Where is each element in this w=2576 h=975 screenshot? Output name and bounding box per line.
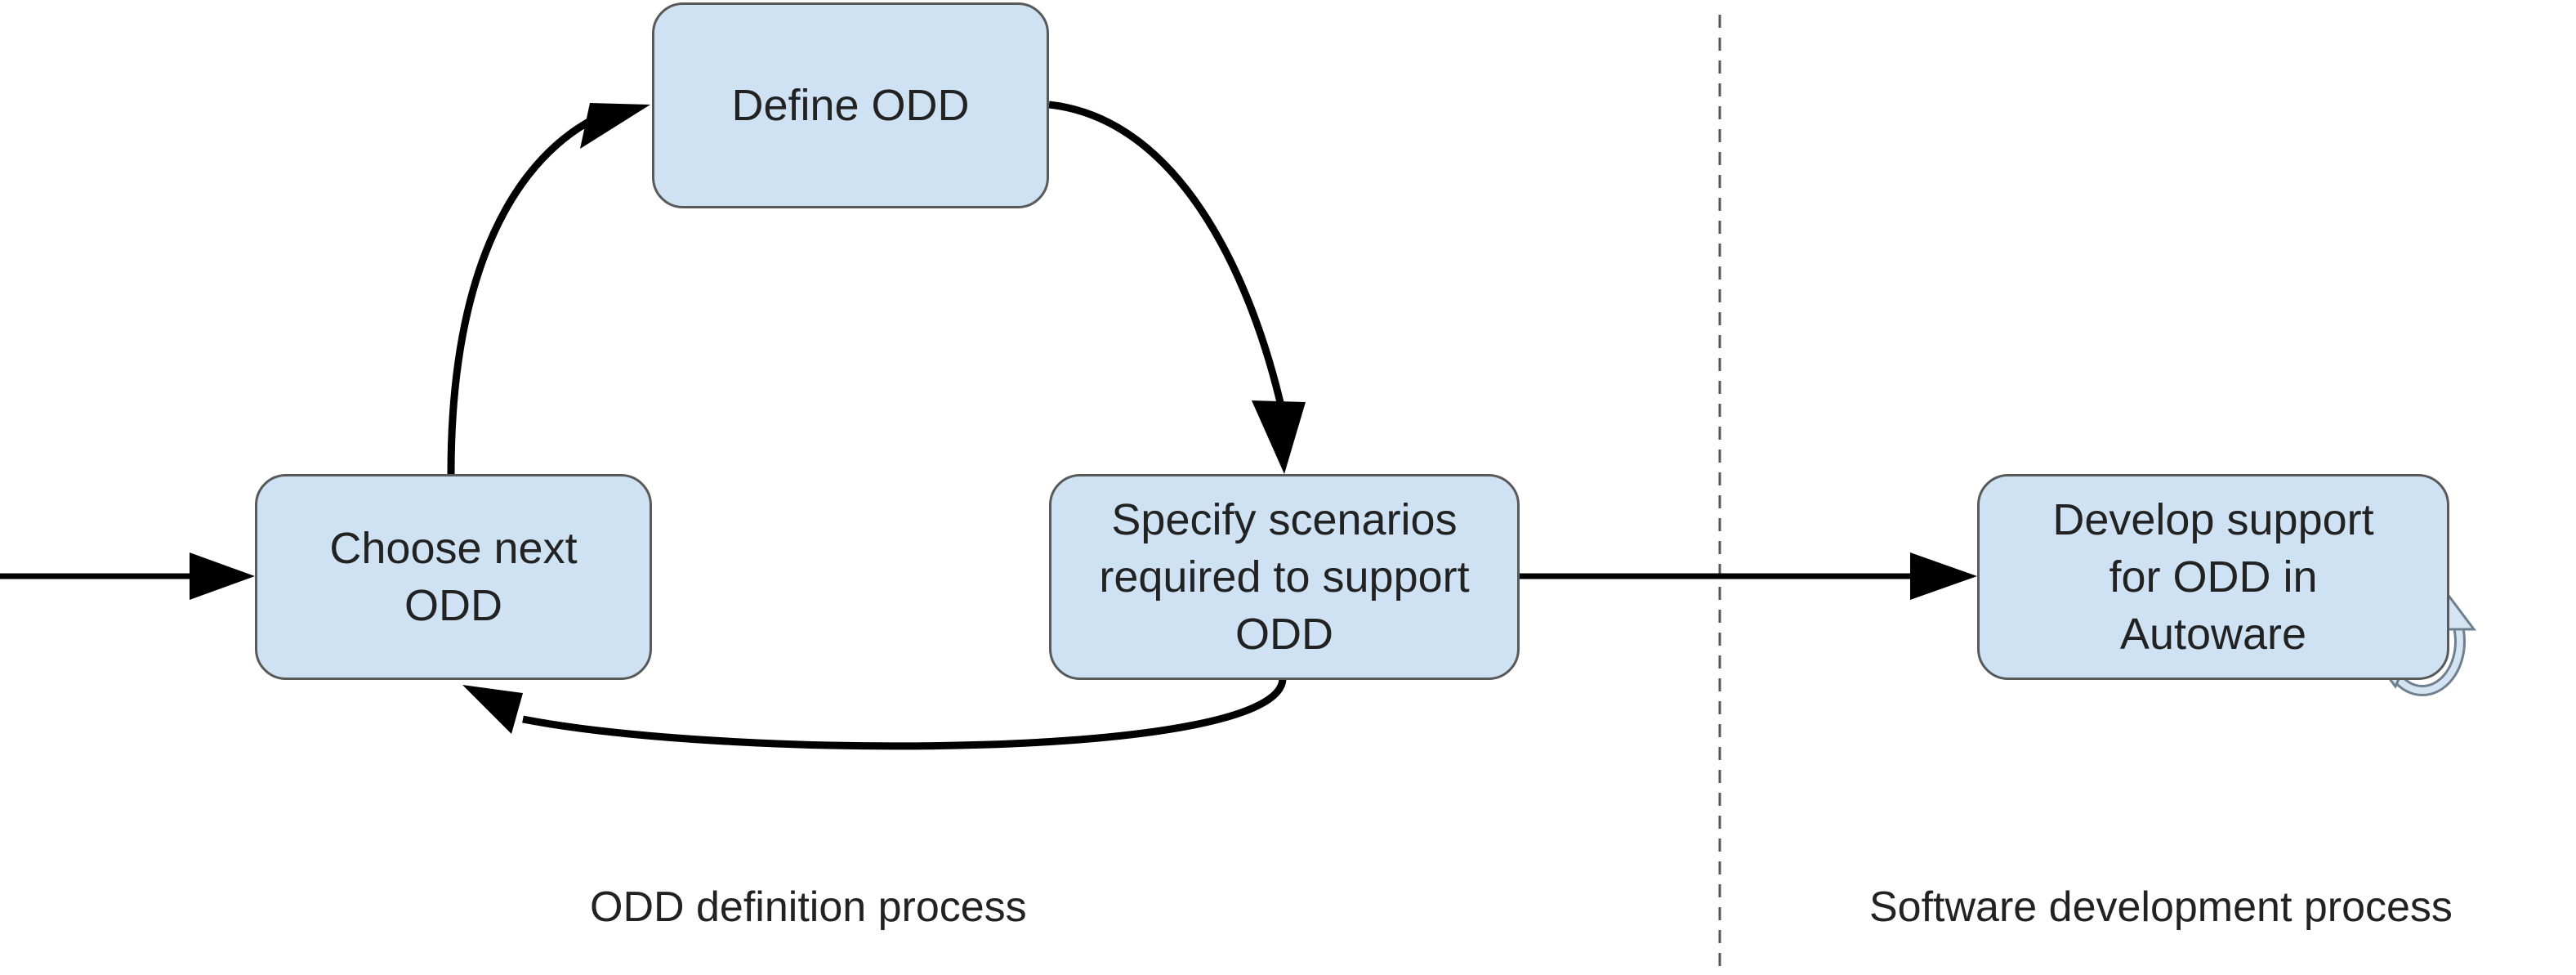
arrow-choose-to-define (447, 110, 605, 475)
arrowhead-specify-to-choose (462, 685, 523, 734)
node-choose-next-odd: Choose next ODD (255, 474, 652, 680)
caption-odd-definition-process: ODD definition process (590, 883, 1027, 931)
node-define-odd: Define ODD (652, 2, 1049, 208)
node-specify-scenarios-label: Specify scenarios required to support OD… (1099, 495, 1470, 659)
node-develop-support: Develop support for ODD in Autoware (1977, 474, 2449, 680)
arrow-specify-to-choose (522, 678, 1287, 750)
node-specify-scenarios: Specify scenarios required to support OD… (1049, 474, 1520, 680)
arrowhead-choose-to-define (580, 103, 650, 149)
arrowhead-define-to-specify (1252, 400, 1306, 474)
entry-arrowhead (190, 552, 255, 600)
arrow-define-to-specify (1048, 101, 1287, 414)
arrowhead-specify-to-develop (1910, 552, 1977, 600)
caption-software-development-process: Software development process (1869, 883, 2453, 931)
node-develop-support-label: Develop support for ODD in Autoware (2052, 495, 2374, 659)
node-define-odd-label: Define ODD (731, 81, 970, 130)
node-choose-next-odd-label: Choose next ODD (329, 524, 578, 630)
